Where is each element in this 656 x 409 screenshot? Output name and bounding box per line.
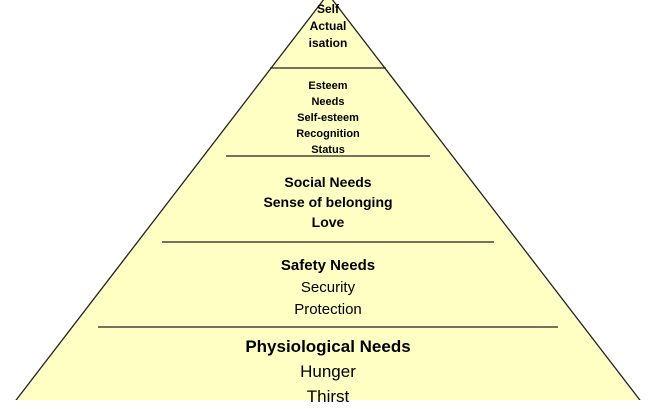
level-esteem-needs: Esteem Needs Self-esteem Recognition Sta… [238, 78, 418, 158]
level-safety-needs: Safety Needs Security Protection [178, 255, 478, 321]
level-line: Sense of belonging [263, 194, 393, 210]
pyramid-outline [15, 0, 641, 400]
level-line: Social Needs [284, 174, 372, 190]
level-heading: Safety Needs [280, 257, 376, 274]
level-social-needs: Social Needs Sense of belonging Love [198, 172, 458, 232]
level-line: Security [300, 279, 356, 296]
level-self-actualisation: Self Actual isation [278, 1, 378, 52]
level-line: Actual [309, 19, 347, 33]
level-heading: Physiological Needs [245, 337, 411, 356]
level-line: Esteem [308, 80, 348, 92]
level-line: Status [311, 144, 345, 156]
level-physiological-needs: Physiological Needs Hunger Thirst [128, 334, 528, 409]
level-line: Hunger [300, 362, 356, 381]
level-line: Self [316, 2, 339, 16]
level-line: Recognition [296, 128, 360, 140]
level-line: isation [308, 36, 348, 50]
level-line: Self-esteem [297, 112, 359, 124]
level-line: Protection [294, 301, 362, 318]
level-line: Love [311, 214, 345, 230]
level-line: Thirst [306, 387, 350, 406]
level-line: Needs [311, 96, 345, 108]
pyramid-diagram [15, 0, 641, 400]
